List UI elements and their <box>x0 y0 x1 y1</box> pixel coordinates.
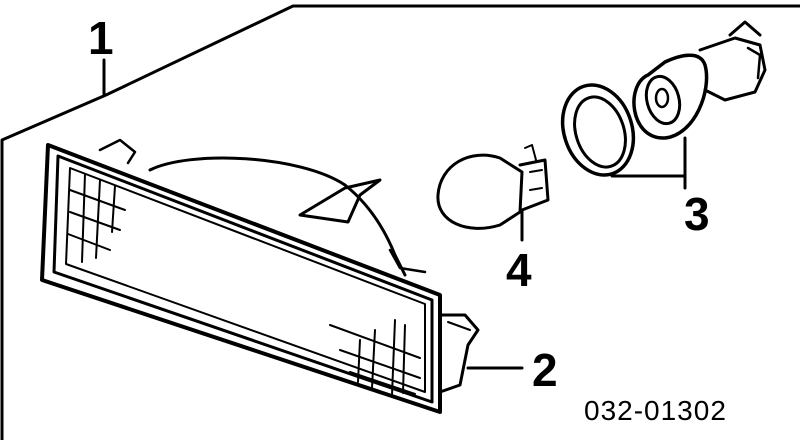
side-lens-tab <box>438 313 480 394</box>
lamp-housing-dome <box>148 156 427 277</box>
callout-1: 1 <box>88 12 114 96</box>
callout-3-label: 3 <box>684 188 710 240</box>
part-reference-code: 032-01302 <box>584 395 727 426</box>
socket-seal-ring <box>560 83 636 177</box>
assembly-outline <box>0 4 800 440</box>
callout-4-label: 4 <box>506 244 532 296</box>
bulb-socket <box>632 20 767 140</box>
callout-2-label: 2 <box>532 344 558 396</box>
callout-4: 4 <box>506 208 532 296</box>
callout-1-label: 1 <box>88 12 114 64</box>
bulb <box>436 144 550 230</box>
callout-2: 2 <box>466 344 558 396</box>
lamp-lens <box>40 138 442 414</box>
callout-3: 3 <box>610 136 710 240</box>
